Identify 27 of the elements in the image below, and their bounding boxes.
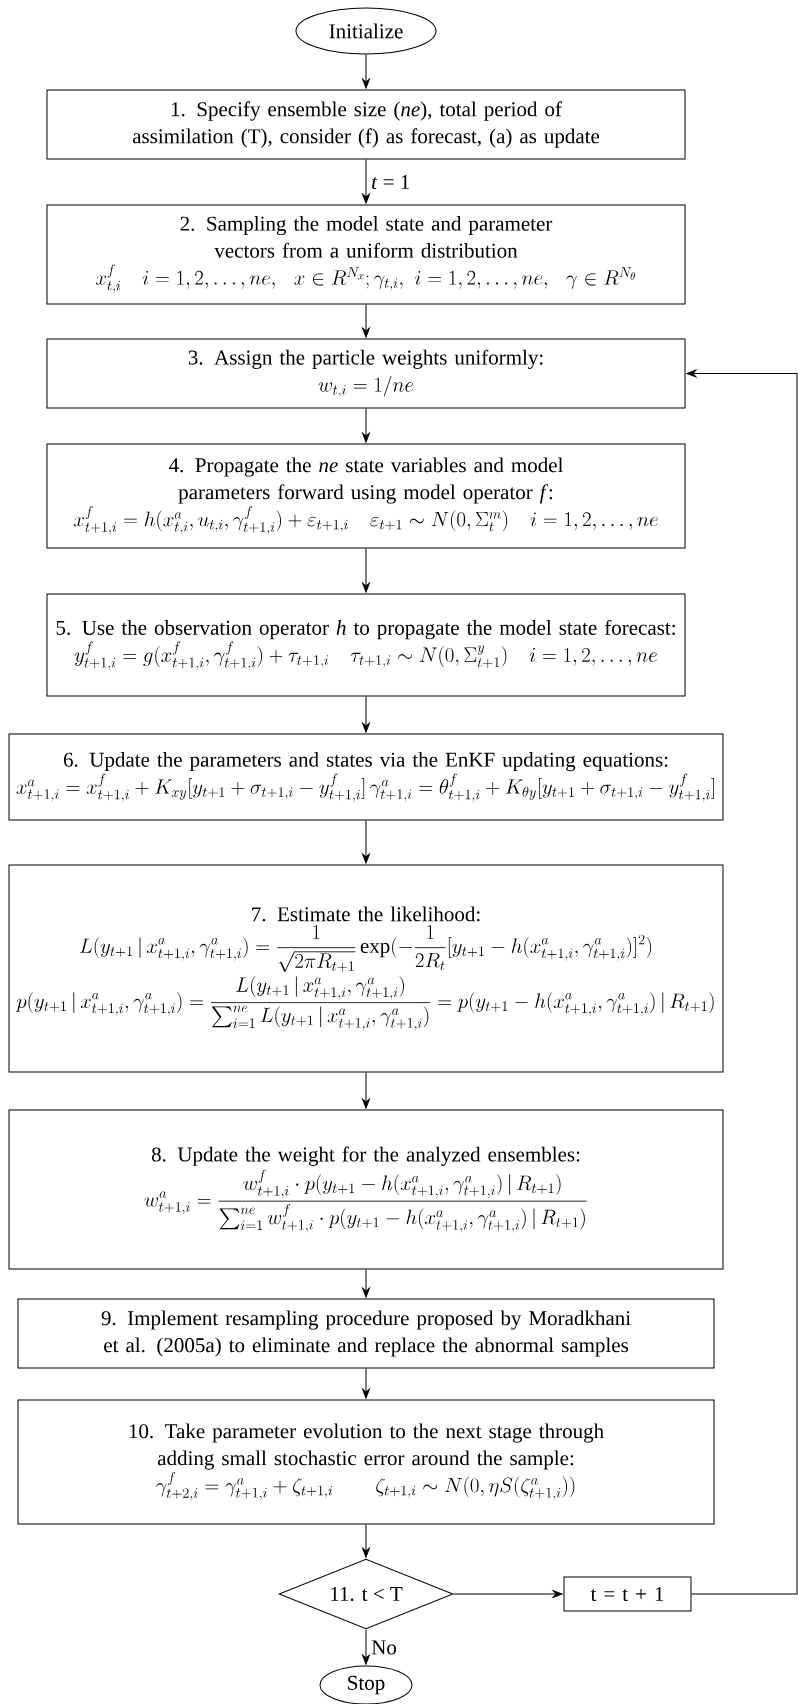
- process-box: 6. Update the parameters and states via the EnKF updating equations: $x^a_{t+1,i}=x^f_{t+1,i}+K_{xy}[y_{t+1}+\sigma_{t+1,i}-y^f_{t+1,i}]\,\gamma^a_{t+1,i}=\theta^f_{t+1,i}+K_{\theta y}[y_{t+1}+\sigma_{t+1,i}-y^f_{t+1,i}]$: [8, 733, 724, 821]
- arrow: [362, 1629, 370, 1665]
- process-box: t = t + 1: [563, 1576, 692, 1612]
- edge-label: No: [370, 1639, 398, 1656]
- arrow: [362, 408, 370, 443]
- arrow: [453, 1590, 563, 1598]
- process-box: 3. Assign the particle weights uniformly: $w_{t,i}=1/ne$: [46, 338, 686, 409]
- process-box: 7. Estimate the likelihood: $L(y_{t+1}\,|\,x^a_{t+1,i},\gamma^a_{t+1,i})=\frac{1}{\sqrt{2\pi R_{t+1}}}\exp(-\frac{1}{2R_t}[y_{t+1}-h(x^a_{t+1,i},\gamma^a_{t+1,i})]^2)$ $p(y_{t+1}\,|\,x^a_{t+1,i},\gamma^a_{t+1,i})=\frac{L(y_{t+1}\,|\,x^a_{t+1,i},\gamma^a_{t+1,i})}{\sum_{i=1}^{ne}L(y_{t+1}\,|\,x^a_{t+1,i},\gamma^a_{t+1,i})}=p(y_{t+1}-h(x^a_{t+1,i},\gamma^a_{t+1,i})\,|\,R_{t+1})$: [8, 864, 724, 1073]
- process-box: 9. Implement resampling procedure proposed by Moradkhani et al. (2005a) to eliminate and replace the abnormal samples: [17, 1298, 715, 1369]
- arrow: [362, 304, 370, 338]
- edge-label: t = 1: [370, 173, 412, 191]
- process-box: 2. Sampling the model state and parameter vectors from a uniform distribution $x^f_{t,i}\quad i=1,2,\ldots,ne,\ \ x\in R^{N_x};\gamma_{t,i},\ i=1,2,\ldots,ne,\ \ \gamma\in R^{N_\theta}$: [46, 204, 686, 305]
- process-box: 4. Propagate the ne state variables and model parameters forward using model operator f: $x^f_{t+1,i}=h(x^a_{t,i},u_{t,i},\gamma^f_{t+1,i})+\varepsilon_{t+1,i}\quad \varepsilon_{t+1}\sim N(0,\Sigma^m_t)\quad i=1,2,\ldots,ne$: [46, 443, 686, 549]
- arrow: [362, 1072, 370, 1109]
- process-box: 8. Update the weight for the analyzed ensembles: $w^a_{t+1,i}=\frac{w^f_{t+1,i}\cdot p(y_{t+1}-h(x^a_{t+1,i},\gamma^a_{t+1,i})\,|\,R_{t+1})}{\sum_{i=1}^{ne}w^f_{t+1,i}\cdot p(y_{t+1}-h(x^a_{t+1,i},\gamma^a_{t+1,i})\,|\,R_{t+1})}$: [8, 1109, 724, 1270]
- arrow: [362, 159, 370, 204]
- arrow: [362, 548, 370, 593]
- arrow: [362, 820, 370, 864]
- arrow: [362, 1368, 370, 1399]
- arrow: [362, 54, 370, 89]
- arrow: [362, 696, 370, 733]
- arrow: [686, 369, 798, 1595]
- arrow: [362, 1524, 370, 1558]
- arrow: [362, 1269, 370, 1298]
- process-box: 5. Use the observation operator h to propagate the model state forecast: $y^f_{t+1,i}=g(x^f_{t+1,i},\gamma^f_{t+1,i})+\tau_{t+1,i}\quad \tau_{t+1,i}\sim N(0,\Sigma^y_{t+1})\quad i=1,2,\ldots,ne$: [46, 593, 686, 697]
- process-box: 1. Specify ensemble size (ne), total period of assimilation (T), consider (f) as forecast, (a) as update: [46, 89, 686, 160]
- process-box: 10. Take parameter evolution to the next stage through adding small stochastic error around the sample: $\gamma^f_{t+2,i}=\gamma^a_{t+1,i}+\zeta_{t+1,i}\qquad \zeta_{t+1,i}\sim N(0,\eta S(\zeta^a_{t+1,i}))$: [17, 1399, 715, 1525]
